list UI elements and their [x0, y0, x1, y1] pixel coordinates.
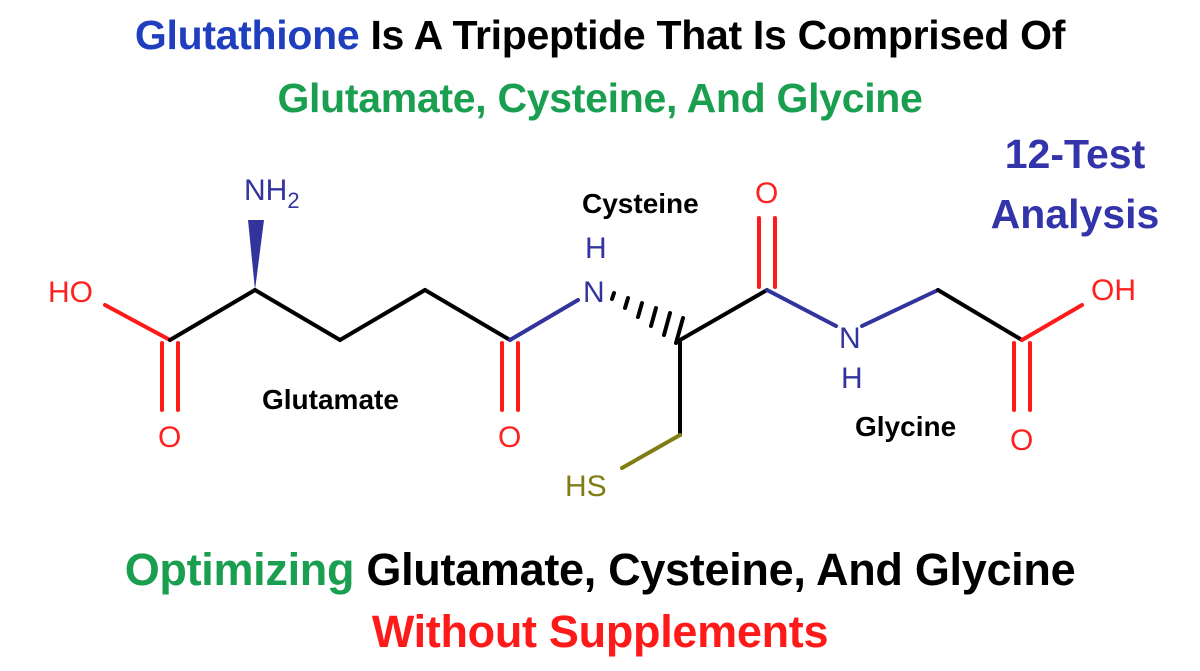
atom-n-gly: N — [839, 322, 861, 355]
atom-n-cys: N — [583, 276, 605, 309]
bond-calpha-cbeta — [253, 288, 342, 342]
wedge-bond-amine — [248, 220, 264, 290]
residue-label-glutamate: Glutamate — [262, 384, 399, 415]
bond-cbeta-cgamma — [338, 288, 427, 342]
atom-h-gly: H — [841, 362, 863, 395]
title-line-1: Glutathione Is A Tripeptide That Is Comp… — [0, 12, 1200, 59]
bond-cdelta-n — [508, 298, 580, 342]
analysis-note-line-2: Analysis — [990, 191, 1160, 237]
atom-o-cys: O — [755, 177, 778, 210]
bond-gly-c-oh — [1020, 303, 1084, 342]
title-glutathione: Glutathione — [134, 12, 360, 58]
atom-h-cys: H — [585, 232, 607, 265]
atom-ho-left: HO — [48, 276, 93, 309]
bond-cgamma-cdelta — [423, 288, 512, 342]
atom-nh2: NH2 — [244, 174, 300, 213]
bond-gly-ca-c — [936, 288, 1024, 342]
atom-hs: HS — [565, 470, 607, 503]
bond-cys-cb-s — [620, 433, 682, 470]
bond-cys-calpha-c — [678, 288, 769, 342]
atom-oh-right: OH — [1091, 274, 1136, 307]
bond-c1-calpha — [168, 288, 257, 342]
bond-gly-n-ca — [860, 288, 940, 328]
bond-lines — [103, 216, 1084, 470]
bond-c-ho — [103, 303, 172, 342]
footer-optimizing: Optimizing — [124, 544, 355, 595]
footer-without-supplements: Without Supplements — [371, 606, 829, 657]
title-amino-acids: Glutamate, Cysteine, And Glycine — [277, 75, 923, 121]
analysis-note-line-1: 12-Test — [1004, 131, 1146, 177]
residue-label-cysteine: Cysteine — [582, 188, 699, 219]
footer-line-1-rest: Glutamate, Cysteine, And Glycine — [354, 544, 1076, 595]
bond-cys-c-n — [765, 288, 838, 328]
atom-o-glu-amide: O — [498, 421, 521, 454]
title-line-1-rest: Is A Tripeptide That Is Comprised Of — [359, 12, 1066, 58]
hashed-bond-cysteine — [610, 291, 685, 345]
residue-label-glycine: Glycine — [855, 411, 957, 442]
footer-line-1: Optimizing Glutamate, Cysteine, And Glyc… — [0, 544, 1200, 596]
atom-o-glu-acid: O — [158, 421, 181, 454]
atom-o-gly: O — [1010, 424, 1033, 457]
